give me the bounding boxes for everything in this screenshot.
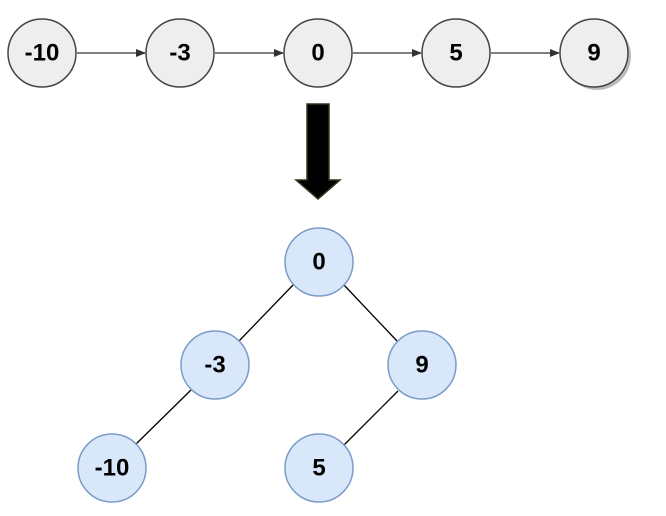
tree-node-circle [284, 433, 354, 503]
list-node-circle [559, 18, 629, 88]
tree-node-label: -3 [204, 352, 225, 379]
list-node-circle [7, 18, 77, 88]
list-node-label: -3 [169, 40, 190, 67]
list-node-label: -10 [25, 40, 60, 67]
list-node-4: 5 [421, 18, 491, 88]
tree-node-right-left: 5 [284, 433, 354, 503]
tree-node-label: 0 [312, 249, 325, 276]
tree-edge-root-right [343, 284, 398, 342]
list-node-circle [283, 18, 353, 88]
tree-node-label: -10 [95, 455, 130, 482]
tree-node-right: 9 [387, 330, 457, 400]
list-node-label: 9 [587, 40, 600, 67]
tree-node-circle [387, 330, 457, 400]
list-node-label: 0 [311, 40, 324, 67]
list-node-3: 0 [283, 18, 353, 88]
tree-node-circle [77, 433, 147, 503]
tree-edges [134, 283, 399, 446]
tree-node-circle [284, 227, 354, 297]
tree-node-circle [180, 330, 250, 400]
tree-edge-left-left [134, 389, 192, 446]
tree-node-left: -3 [180, 330, 250, 400]
transform-arrow-icon [293, 103, 343, 200]
list-node-label: 5 [449, 40, 462, 67]
tree-node-label: 9 [415, 352, 428, 379]
list-node-circle [421, 18, 491, 88]
tree-edge-root-left [238, 283, 295, 342]
tree-node-root: 0 [284, 227, 354, 297]
list-node-circle [145, 18, 215, 88]
list-node-5: 9 [559, 18, 631, 90]
tree-node-label: 5 [312, 455, 325, 482]
tree-edge-right-left [343, 390, 399, 446]
tree-node-left-left: -10 [77, 433, 147, 503]
list-node-2: -3 [145, 18, 215, 88]
list-node-1: -10 [7, 18, 77, 88]
